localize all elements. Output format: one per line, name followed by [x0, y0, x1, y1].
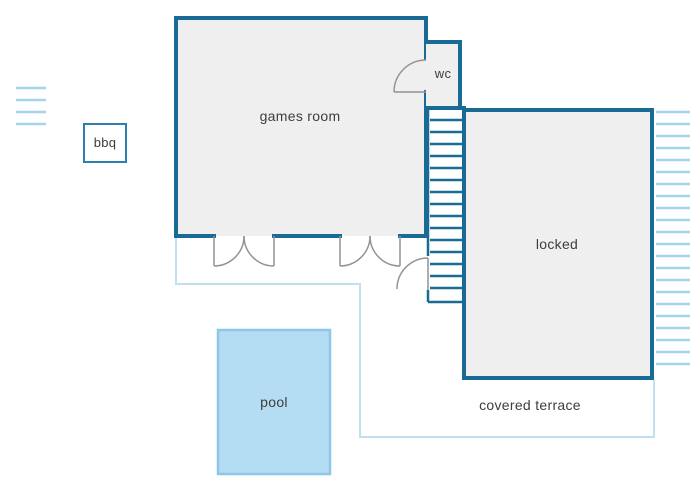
room-games — [174, 16, 428, 238]
bbq — [83, 123, 127, 163]
door-stairs — [396, 257, 429, 290]
room-locked — [462, 108, 654, 380]
door-wc — [393, 59, 427, 93]
label-wc: wc — [434, 66, 452, 81]
label-bbq: bbq — [93, 135, 117, 150]
label-pool: pool — [260, 394, 288, 410]
door-games-left — [213, 235, 245, 267]
steps-hatch-right — [656, 110, 690, 366]
pool — [216, 328, 332, 476]
door-games-right-2 — [369, 235, 401, 267]
label-games-room: games room — [259, 108, 341, 124]
terrace-outline — [175, 238, 655, 438]
door-arcs — [213, 59, 429, 290]
label-locked: locked — [535, 236, 579, 252]
steps-hatch-left — [16, 86, 46, 126]
label-covered-terrace: covered terrace — [479, 397, 581, 413]
stairs — [426, 108, 464, 304]
door-games-right — [339, 235, 371, 267]
room-wc — [424, 40, 466, 110]
stairs-rungs — [430, 118, 462, 290]
door-games-left-2 — [243, 235, 275, 267]
